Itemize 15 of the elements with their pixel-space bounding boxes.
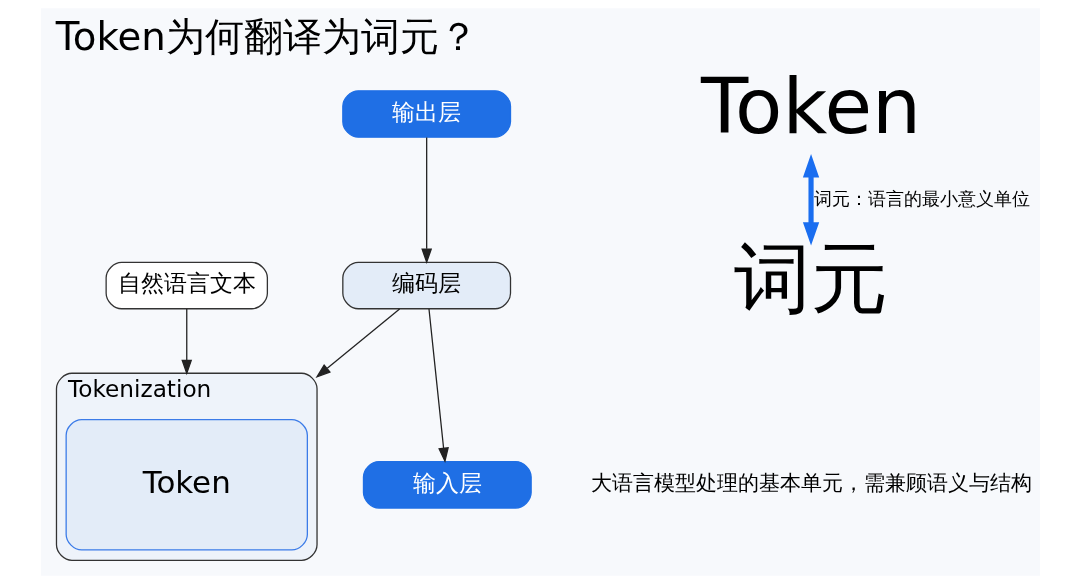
label: 大语言模型处理的基本单元，需兼顾语义与结构 bbox=[590, 470, 1032, 495]
node-text: 词元 bbox=[733, 232, 888, 323]
arrow bbox=[420, 136, 432, 265]
node-box: 编码层 bbox=[341, 261, 511, 310]
node-box: 自然语言文本 bbox=[105, 261, 268, 310]
node-box: Token bbox=[65, 419, 308, 551]
edge-label: 词元：语言的最小意义单位 bbox=[813, 187, 1030, 209]
arrow bbox=[802, 154, 819, 246]
arrow bbox=[427, 308, 449, 464]
diagram-title: Token为何翻译为词元？ bbox=[55, 13, 478, 59]
arrow bbox=[315, 308, 400, 378]
node-text: Token bbox=[700, 61, 921, 152]
node-box: 输入层 bbox=[362, 460, 532, 509]
node-box: 输出层 bbox=[341, 90, 511, 138]
arrow bbox=[180, 308, 192, 376]
